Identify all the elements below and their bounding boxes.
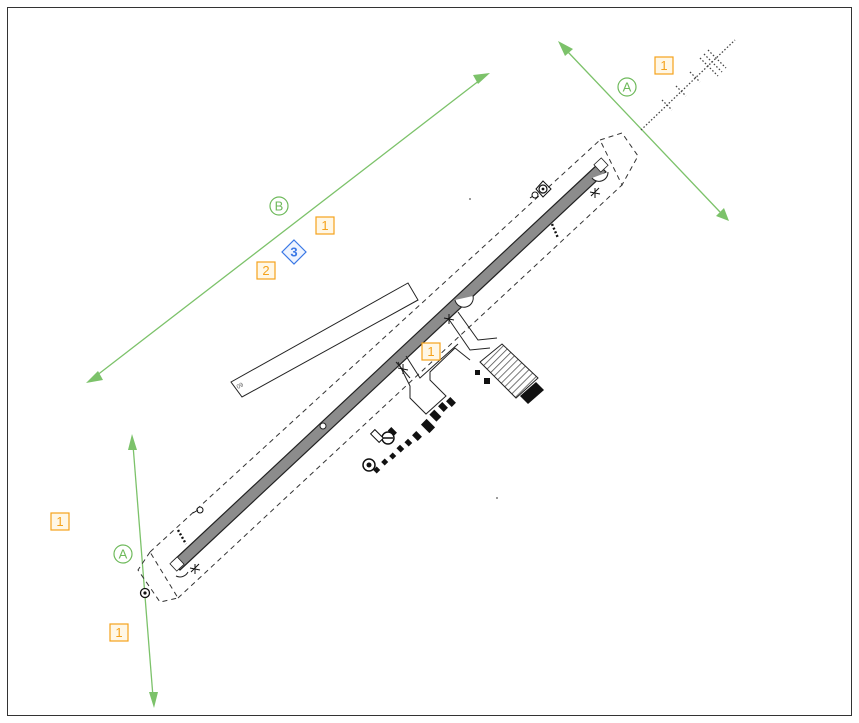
note-number: 1 xyxy=(427,344,434,359)
dot xyxy=(469,198,471,200)
tank-icon xyxy=(369,428,385,444)
note-1-west[interactable]: 1 xyxy=(50,512,70,531)
wind-cone-icon xyxy=(529,180,552,199)
dot xyxy=(496,497,498,499)
note-2[interactable]: 2 xyxy=(256,261,276,280)
note-3-blue[interactable]: 3 xyxy=(281,239,307,265)
note-number: 3 xyxy=(290,245,297,260)
arrow-a-northeast xyxy=(558,41,729,221)
turnarounds xyxy=(175,171,609,578)
threshold-lights xyxy=(189,187,601,574)
zone-b-label: B xyxy=(269,196,289,216)
note-number: 2 xyxy=(262,263,269,278)
zone-a-label-sw: A xyxy=(113,544,133,564)
apron-taxiways xyxy=(395,311,498,415)
note-1-ne[interactable]: 1 xyxy=(654,56,674,75)
note-number: 1 xyxy=(660,58,667,73)
note-1-apron[interactable]: 1 xyxy=(421,342,441,361)
arrow-b xyxy=(86,73,490,383)
note-1-mid[interactable]: 1 xyxy=(315,216,335,235)
windsock-icon xyxy=(192,506,204,514)
taxiway-end-label: 09 xyxy=(236,382,245,391)
terminal-building xyxy=(479,343,539,399)
arrow-a-southwest xyxy=(128,434,158,708)
zone-a-text: A xyxy=(623,80,632,95)
approach-lights xyxy=(640,39,736,131)
small-building xyxy=(484,378,490,384)
zone-a-label-ne: A xyxy=(617,77,637,97)
small-building xyxy=(475,370,480,375)
note-number: 1 xyxy=(321,218,328,233)
note-number: 1 xyxy=(115,625,122,640)
parallel-taxiway: 09 xyxy=(230,282,419,398)
note-1-sw[interactable]: 1 xyxy=(109,623,129,642)
hold-markings xyxy=(176,223,560,545)
beacon-icon xyxy=(139,587,151,599)
building-black xyxy=(520,382,544,404)
zone-a-text: A xyxy=(119,547,128,562)
zone-b-text: B xyxy=(275,199,284,214)
hangar-row xyxy=(373,397,456,474)
map-frame xyxy=(7,7,852,716)
runway-safety-area xyxy=(137,132,639,603)
runway xyxy=(169,157,609,572)
note-number: 1 xyxy=(56,514,63,529)
